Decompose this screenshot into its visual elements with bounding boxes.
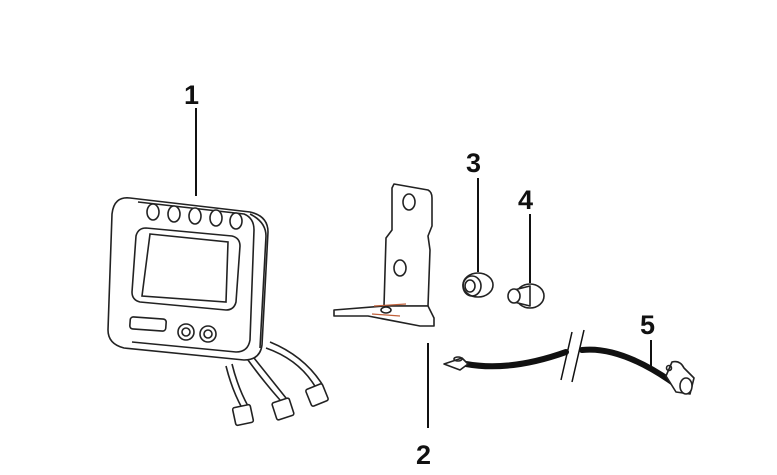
lcd-screen [131,227,241,311]
mounting-bracket [333,183,435,327]
grommet [462,272,494,298]
callout-1: 1 [184,80,199,110]
callout-4: 4 [518,185,533,215]
callout-5: 5 [640,310,655,340]
indicator-lights [146,203,243,230]
wire-connectors [225,341,329,427]
collar [507,283,545,309]
meter-assembly [107,197,329,427]
speed-sensor-cable [443,329,695,395]
callout-3: 3 [466,148,481,178]
callout-2: 2 [416,440,431,470]
